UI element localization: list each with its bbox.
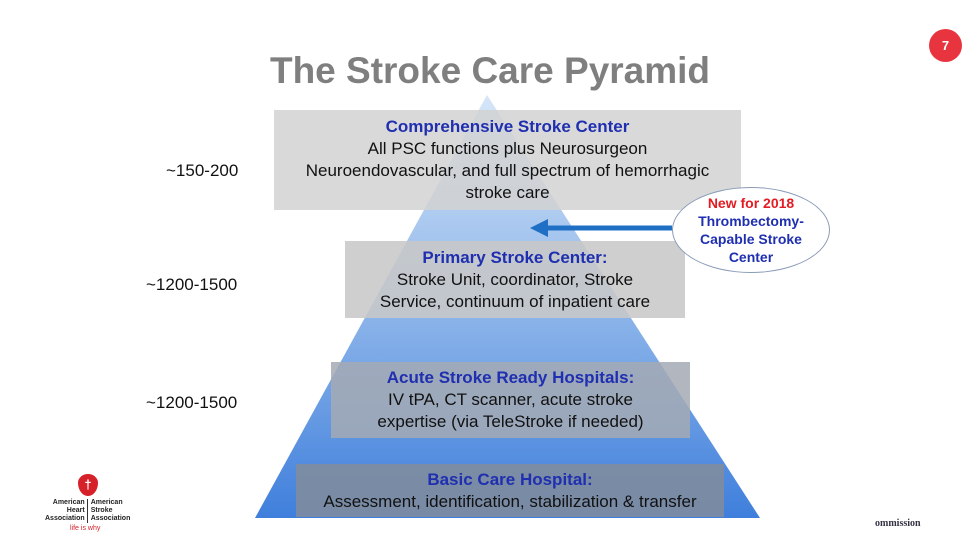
slide-title: The Stroke Care Pyramid [269,50,711,91]
logo-text: Stroke [90,507,113,514]
level-heading: Comprehensive Stroke Center [385,117,630,136]
level-line: Service, continuum of inpatient care [379,291,651,311]
count-comprehensive: ~150-200 [166,161,239,180]
callout-line: Capable Stroke [700,231,802,247]
new-callout: New for 2018 Thrombectomy- Capable Strok… [672,187,830,273]
level-acute: Acute Stroke Ready Hospitals: IV tPA, CT… [331,362,690,438]
arrow-left-icon [530,219,548,237]
logo-text: Heart [66,507,85,514]
count-primary: ~1200-1500 [146,275,238,294]
logo-text: Association [45,515,85,522]
callout-new-label: New for 2018 [707,195,795,211]
level-comprehensive: Comprehensive Stroke Center All PSC func… [274,110,741,210]
level-basic: Basic Care Hospital: Assessment, identif… [296,464,724,517]
logo-text: Association [90,515,131,522]
callout-line: Thrombectomy- [698,213,804,229]
logo-text: American [52,499,85,506]
count-acute: ~1200-1500 [146,393,238,412]
footer-text: ommission [875,518,921,529]
page-number-badge: 7 [929,29,962,62]
level-line: Neuroendovascular, and full spectrum of … [305,161,710,180]
level-heading: Primary Stroke Center: [422,247,608,267]
heart-torch-icon: † [78,474,98,496]
level-heading: Basic Care Hospital: [427,469,593,489]
logo-tagline: life is why [70,525,101,532]
level-line: IV tPA, CT scanner, acute stroke [387,390,634,409]
level-line: stroke care [465,183,550,202]
level-line: expertise (via TeleStroke if needed) [377,412,644,431]
level-line: Stroke Unit, coordinator, Stroke [396,269,634,289]
logo-text: American [90,499,123,506]
callout-line: Center [728,249,774,265]
level-line: Assessment, identification, stabilizatio… [323,491,697,511]
level-heading: Acute Stroke Ready Hospitals: [386,368,635,387]
level-primary: Primary Stroke Center: Stroke Unit, coor… [345,241,685,318]
level-line: All PSC functions plus Neurosurgeon [367,139,648,158]
